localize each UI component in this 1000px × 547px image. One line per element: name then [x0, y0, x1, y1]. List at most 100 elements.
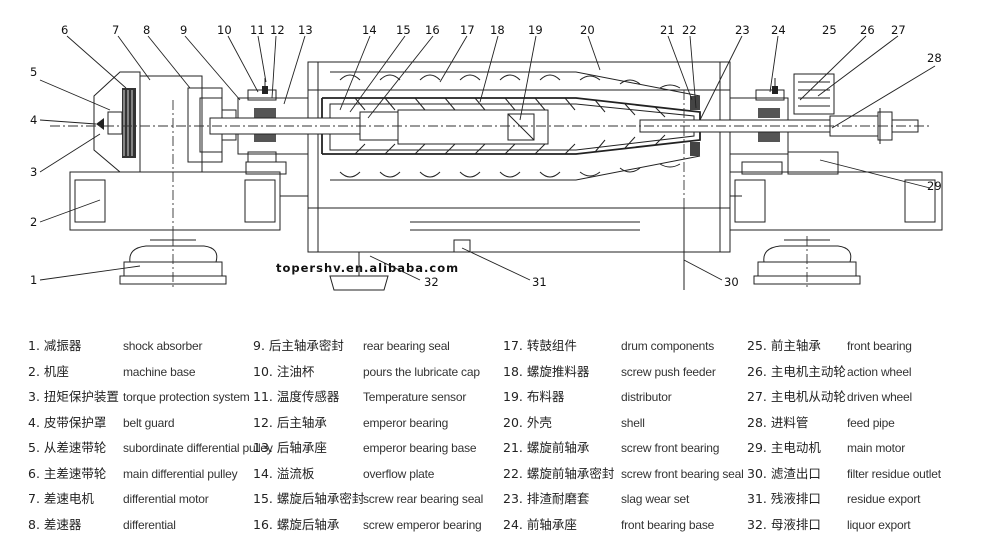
legend-item-chinese-label: 23. 排渣耐磨套 [503, 491, 590, 506]
legend-item-chinese-label: 9. 后主轴承密封 [253, 338, 344, 353]
legend-item-chinese-label: 7. 差速电机 [28, 491, 94, 506]
legend-item-english-label: action wheel [847, 364, 912, 379]
legend-item-chinese-label: 17. 转鼓组件 [503, 338, 577, 353]
legend-item-english-label: shock absorber [123, 339, 203, 353]
legend-item-english-label: differential motor [123, 492, 209, 506]
callout-13: 13 [298, 23, 313, 37]
callout-23: 23 [735, 23, 750, 37]
legend-item-chinese-label: 26. 主电机主动轮 [747, 363, 846, 379]
legend-item-chinese-label: 22. 螺旋前轴承密封 [503, 465, 615, 481]
callout-7: 7 [112, 23, 119, 37]
machine-base [69, 171, 943, 231]
legend-item-chinese-label: 15. 螺旋后轴承密封 [253, 491, 365, 506]
callout-5: 5 [30, 65, 37, 79]
legend-item-chinese-label: 18. 螺旋推料器 [503, 363, 590, 379]
callout-8: 8 [143, 23, 150, 37]
legend-item: 9. 后主轴承密封 rear bearing seal [253, 334, 493, 358]
legend-item-english-label: overflow plate [363, 466, 435, 481]
legend-item-chinese-label: 27. 主电机从动轮 [747, 389, 846, 404]
legend-item-chinese-label: 1. 减振器 [28, 338, 82, 353]
legend-item: 4. 皮带保护罩 belt guard [28, 411, 268, 435]
legend-item: 29. 主电动机 main motor [747, 436, 987, 460]
legend-item-english-label: screw emperor bearing [363, 517, 482, 532]
callout-15: 15 [396, 23, 411, 37]
screw-flights [339, 74, 681, 178]
callout-20: 20 [580, 23, 595, 37]
callout-27: 27 [891, 23, 906, 37]
legend-item: 20. 外壳 shell [503, 411, 743, 435]
callout-9: 9 [180, 23, 187, 37]
legend-item-english-label: screw rear bearing seal [363, 492, 484, 506]
legend-item: 22. 螺旋前轴承密封 screw front bearing seal [503, 462, 744, 486]
legend-item-chinese-label: 2. 机座 [28, 363, 69, 379]
legend-item-english-label: main motor [847, 441, 906, 455]
legend-item-english-label: slag wear set [621, 492, 690, 506]
legend-item-english-label: screw push feeder [621, 364, 716, 379]
outlets [329, 208, 685, 291]
legend-item-chinese-label: 25. 前主轴承 [747, 338, 821, 353]
centrifuge-diagram: topershv.en.alibaba.com [30, 23, 943, 291]
legend-item: 28. 进料管 feed pipe [747, 411, 987, 435]
callout-11: 11 [250, 23, 265, 37]
legend-item-chinese-label: 20. 外壳 [503, 414, 552, 430]
legend-item-english-label: residue export [847, 492, 921, 506]
callout-29: 29 [927, 179, 942, 193]
callout-28: 28 [927, 51, 942, 65]
callout-6: 6 [61, 23, 68, 37]
legend-item-chinese-label: 24. 前轴承座 [503, 516, 577, 532]
callout-16: 16 [425, 23, 440, 37]
callout-2: 2 [30, 215, 37, 229]
callout-25: 25 [822, 23, 837, 37]
legend-item-english-label: pours the lubricate cap [363, 364, 480, 379]
callout-17: 17 [460, 23, 475, 37]
legend-item-english-label: shell [621, 415, 645, 430]
legend-item-chinese-label: 28. 进料管 [747, 414, 809, 430]
legend-item-english-label: rear bearing seal [363, 339, 450, 353]
leader-lines [39, 35, 936, 281]
legend-item-english-label: emperor bearing [363, 415, 449, 430]
legend-item-english-label: Temperature sensor [363, 390, 467, 404]
callout-24: 24 [771, 23, 786, 37]
legend-item-chinese-label: 5. 从差速带轮 [28, 440, 107, 455]
legend-item: 25. 前主轴承 front bearing [747, 334, 987, 358]
legend-item: 7. 差速电机 differential motor [28, 487, 268, 511]
legend-item-chinese-label: 30. 滤渣出口 [747, 465, 821, 481]
shell [307, 61, 731, 253]
legend-item-chinese-label: 10. 注油杯 [253, 363, 315, 379]
legend-item-chinese-label: 13. 后轴承座 [253, 440, 327, 455]
legend-item-english-label: front bearing [847, 339, 912, 353]
legend-item: 11. 温度传感器 Temperature sensor [253, 385, 493, 409]
legend-item-english-label: machine base [123, 364, 196, 379]
legend-item-chinese-label: 19. 布料器 [503, 389, 565, 404]
legend-item-chinese-label: 11. 温度传感器 [253, 389, 340, 404]
legend-item: 23. 排渣耐磨套 slag wear set [503, 487, 743, 511]
legend-item-english-label: feed pipe [847, 415, 895, 430]
callout-10: 10 [217, 23, 232, 37]
watermark: topershv.en.alibaba.com [276, 261, 459, 275]
callouts: 1 2 3 4 5 6 7 8 9 10 11 12 13 14 15 16 1… [30, 23, 942, 289]
legend-item-english-label: torque protection system [123, 390, 250, 404]
legend-item-english-label: liquor export [847, 517, 911, 532]
legend-item-chinese-label: 29. 主电动机 [747, 440, 821, 455]
callout-19: 19 [528, 23, 543, 37]
legend-item: 18. 螺旋推料器 screw push feeder [503, 360, 743, 384]
callout-12: 12 [270, 23, 285, 37]
legend-item-english-label: emperor bearing base [363, 441, 477, 455]
legend-item-english-label: belt guard [123, 415, 175, 430]
legend-item-english-label: screw front bearing seal [621, 466, 744, 481]
legend-item: 1. 减振器 shock absorber [28, 334, 268, 358]
callout-1: 1 [30, 273, 37, 287]
legend-item: 13. 后轴承座 emperor bearing base [253, 436, 493, 460]
legend-item-english-label: main differential pulley [123, 466, 238, 481]
shock-absorber-right [753, 236, 861, 290]
legend-item-chinese-label: 4. 皮带保护罩 [28, 414, 107, 430]
